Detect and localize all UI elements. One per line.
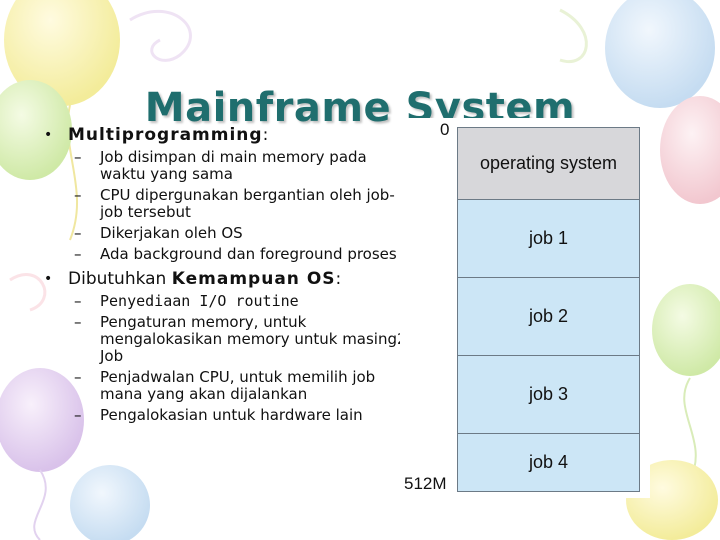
sub-dash: – (74, 368, 82, 386)
sub-text: Job disimpan di main memory pada waktu y… (100, 148, 367, 183)
bullet-kemampuan-os: • Dibutuhkan Kemampuan OS: (40, 269, 410, 289)
sub-dash: – (74, 313, 82, 331)
sub-item: –Dikerjakan oleh OS (40, 225, 410, 242)
memory-block-job-2: job 2 (458, 278, 639, 356)
sub-text: Dikerjakan oleh OS (100, 224, 243, 242)
sub-item: –Job disimpan di main memory pada waktu … (40, 149, 410, 183)
sub-text: Penyediaan I/O routine (100, 292, 299, 310)
balloon-pink-right (660, 96, 720, 204)
balloon-blue-bottom-left (70, 465, 150, 540)
memory-address-end: 512M (404, 474, 447, 493)
swirl-decoration (129, 9, 192, 62)
balloon-string (33, 469, 47, 540)
memory-layout-diagram: 0 operating system job 1 job 2 job 3 job… (400, 118, 650, 498)
memory-block-job-1: job 1 (458, 200, 639, 278)
sub-dash: – (74, 148, 82, 166)
sub-item: –Pengaturan memory, untuk mengalokasikan… (40, 314, 410, 365)
sub-dash: – (74, 292, 82, 310)
sub-list-multiprogramming: –Job disimpan di main memory pada waktu … (40, 149, 410, 263)
sub-item: –Penyediaan I/O routine (40, 293, 410, 310)
bullet-keyword: Kemampuan OS (171, 269, 336, 289)
balloon-blue-top-right (605, 0, 715, 108)
balloon-green-right (652, 284, 720, 376)
sub-item: –CPU dipergunakan bergantian oleh job-jo… (40, 187, 410, 221)
memory-block-operating-system: operating system (458, 128, 639, 200)
sub-item: –Penjadwalan CPU, untuk memilih job mana… (40, 369, 410, 403)
bullet-keyword: Multiprogramming (68, 125, 263, 145)
slide-content: • Multiprogramming: –Job disimpan di mai… (40, 125, 410, 430)
memory-block-job-3: job 3 (458, 356, 639, 434)
balloon-green-left (0, 80, 72, 180)
sub-text: Penjadwalan CPU, untuk memilih job mana … (100, 368, 376, 403)
sub-text: Pengaturan memory, untuk mengalokasikan … (100, 313, 407, 365)
sub-text: Ada background dan foreground proses (100, 245, 397, 263)
bullet-dot: • (44, 271, 53, 287)
sub-list-kemampuan-os: –Penyediaan I/O routine –Pengaturan memo… (40, 293, 410, 424)
memory-stack: operating system job 1 job 2 job 3 job 4 (457, 127, 640, 492)
bullet-dot: • (44, 127, 53, 143)
swirl-decoration (9, 273, 47, 312)
memory-block-job-4: job 4 (458, 434, 639, 491)
sub-item: –Ada background dan foreground proses (40, 246, 410, 263)
balloon-purple-left (0, 368, 84, 472)
sub-item: –Pengalokasian untuk hardware lain (40, 407, 410, 424)
bullet-prefix: Dibutuhkan (68, 269, 172, 289)
sub-dash: – (74, 224, 82, 242)
sub-text: CPU dipergunakan bergantian oleh job-job… (100, 186, 395, 221)
memory-address-start: 0 (440, 120, 450, 139)
bullet-multiprogramming: • Multiprogramming: (40, 125, 410, 145)
sub-dash: – (74, 245, 82, 263)
swirl-decoration (559, 8, 588, 64)
balloon-yellow-top-left (4, 0, 120, 106)
bullet-suffix: : (335, 269, 342, 289)
sub-dash: – (74, 186, 82, 204)
bullet-suffix: : (262, 125, 269, 145)
sub-text: Pengalokasian untuk hardware lain (100, 406, 363, 424)
sub-dash: – (74, 406, 82, 424)
